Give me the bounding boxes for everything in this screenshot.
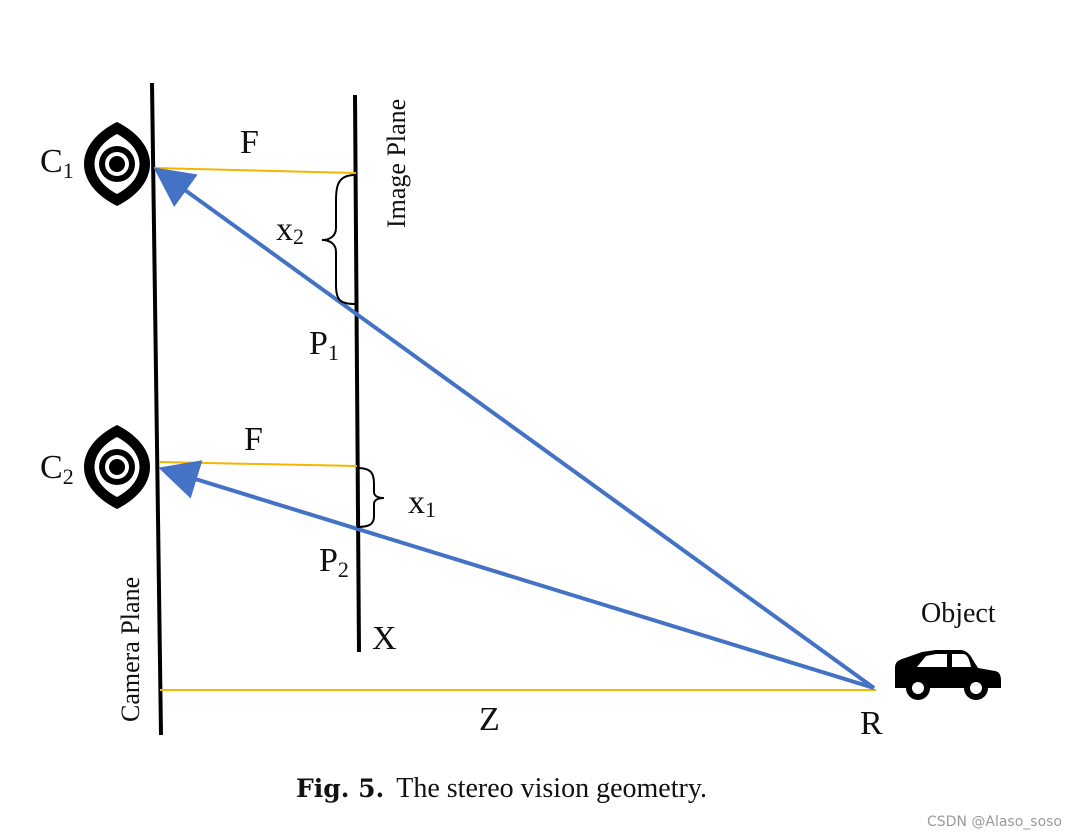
focal-line-top — [153, 167, 357, 174]
label-image-plane: Image Plane — [382, 99, 411, 228]
label-f-bottom: F — [244, 421, 263, 458]
eye-icon — [84, 122, 150, 206]
label-x1: x1 — [408, 484, 436, 522]
focal-line-bottom — [158, 461, 358, 467]
label-c1: C1 — [40, 143, 74, 183]
label-p1: P1 — [309, 325, 339, 365]
figure-caption: Fig. 5.The stereo vision geometry. — [296, 773, 707, 804]
brace-x1 — [356, 467, 385, 528]
label-object: Object — [921, 598, 996, 629]
ray-r-to-c2 — [158, 460, 875, 690]
image-plane-line — [353, 94, 361, 653]
label-camera-plane: Camera Plane — [116, 577, 145, 722]
label-c2: C2 — [40, 449, 74, 489]
camera-plane-line — [150, 82, 163, 736]
label-f-top: F — [240, 124, 259, 161]
label-r-point: R — [860, 705, 883, 742]
label-x2: x2 — [276, 211, 304, 249]
eye-icon — [84, 425, 150, 509]
ray-r-to-c1 — [153, 167, 876, 690]
watermark: CSDN @Alaso_soso — [927, 814, 1062, 830]
label-z-axis: Z — [479, 701, 500, 738]
label-x-axis: X — [372, 620, 397, 657]
car-icon — [895, 650, 1001, 700]
label-p2: P2 — [319, 542, 349, 582]
brace-x2 — [321, 174, 356, 305]
